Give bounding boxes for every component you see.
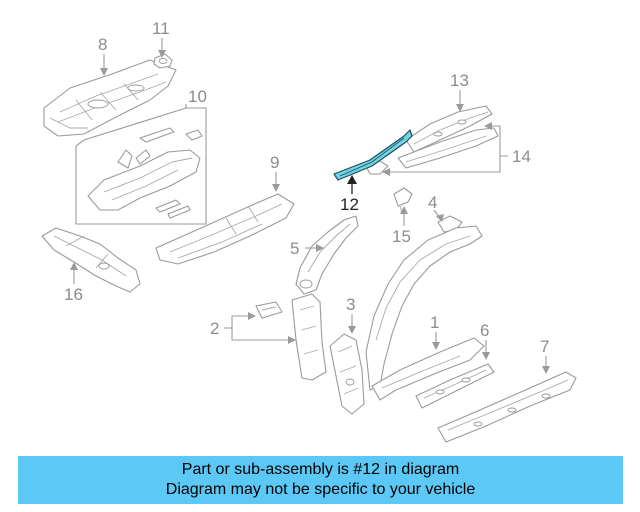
banner-line-2: Diagram may not be specific to your vehi… <box>165 481 476 498</box>
callout-6: 6 <box>480 321 489 340</box>
leader-12-highlighted <box>347 175 357 194</box>
part-9-floor-panel <box>155 193 295 265</box>
callout-2: 2 <box>210 319 219 338</box>
part-7-rocker-outer <box>437 371 577 443</box>
callout-10: 10 <box>188 87 207 106</box>
part-12-highlighted <box>333 129 413 181</box>
info-banner: Part or sub-assembly is #12 in diagram D… <box>18 456 623 504</box>
part-2-hinge-pillar <box>255 293 327 381</box>
part-14-rail-inner <box>365 127 499 175</box>
callout-9: 9 <box>270 153 279 172</box>
part-11-plug <box>153 53 173 69</box>
callout-1: 1 <box>430 313 439 332</box>
part-5-pillar-inner <box>295 215 359 295</box>
leader-lines <box>70 38 550 374</box>
part-13-roof-rail <box>405 105 493 153</box>
part-3-reinforcement <box>329 333 365 415</box>
callout-3: 3 <box>346 295 355 314</box>
callout-12: 12 <box>340 195 359 214</box>
part-1-body-side-outer <box>365 225 485 401</box>
part-8-floor-pan <box>43 59 177 137</box>
part-10-tunnel-assembly-box <box>75 104 207 225</box>
callout-4: 4 <box>428 193 437 212</box>
callout-7: 7 <box>540 337 549 356</box>
callout-11: 11 <box>152 19 170 38</box>
callout-14: 14 <box>512 147 531 166</box>
callout-15: 15 <box>392 227 411 246</box>
part-16-side-frame <box>41 227 141 293</box>
part-6-rocker-reinforcement <box>415 363 495 409</box>
banner-line-1: Part or sub-assembly is #12 in diagram <box>181 461 460 478</box>
parts-diagram: 8 11 10 9 16 5 2 3 4 1 6 7 13 14 15 12 <box>41 19 577 443</box>
callout-8: 8 <box>98 35 107 54</box>
callout-13: 13 <box>450 71 469 90</box>
callout-5: 5 <box>290 239 299 258</box>
callout-16: 16 <box>64 285 83 304</box>
callout-labels: 8 11 10 9 16 5 2 3 4 1 6 7 13 14 15 12 <box>64 19 549 356</box>
part-15-clip <box>393 187 413 215</box>
